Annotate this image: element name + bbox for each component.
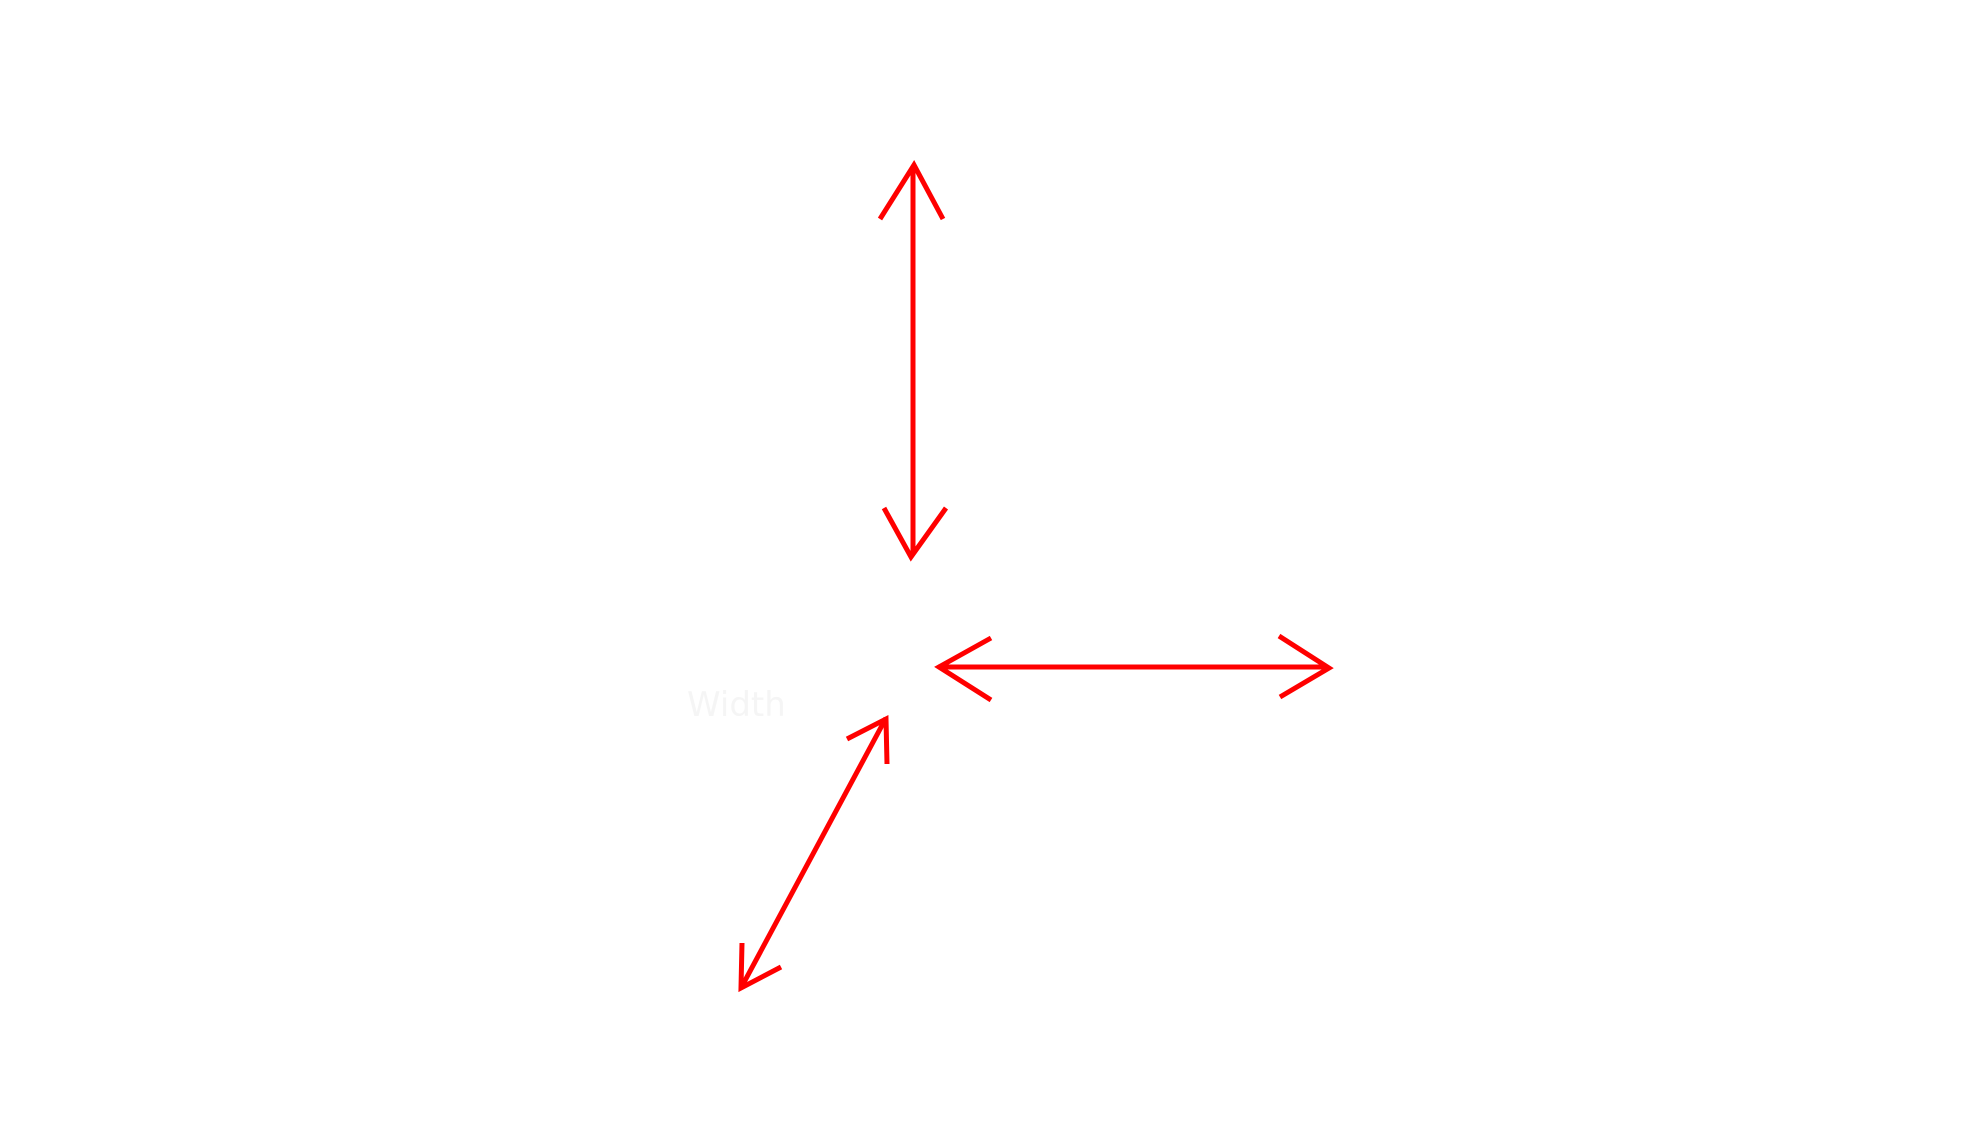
horizontal-arrow-head-right — [1277, 633, 1334, 700]
horizontal-arrow-head-left — [934, 635, 993, 703]
vertical-arrow-head-up — [877, 160, 946, 221]
diagonal-double-arrow — [738, 714, 890, 993]
width-label: Width — [687, 685, 786, 725]
vertical-arrow-head-down — [881, 506, 949, 562]
horizontal-double-arrow — [934, 633, 1334, 703]
diagonal-arrow-head-lower — [738, 942, 783, 993]
diagonal-arrow-head-upper — [845, 714, 890, 765]
diagonal-arrow-shaft — [738, 716, 889, 990]
vertical-double-arrow — [877, 160, 949, 562]
